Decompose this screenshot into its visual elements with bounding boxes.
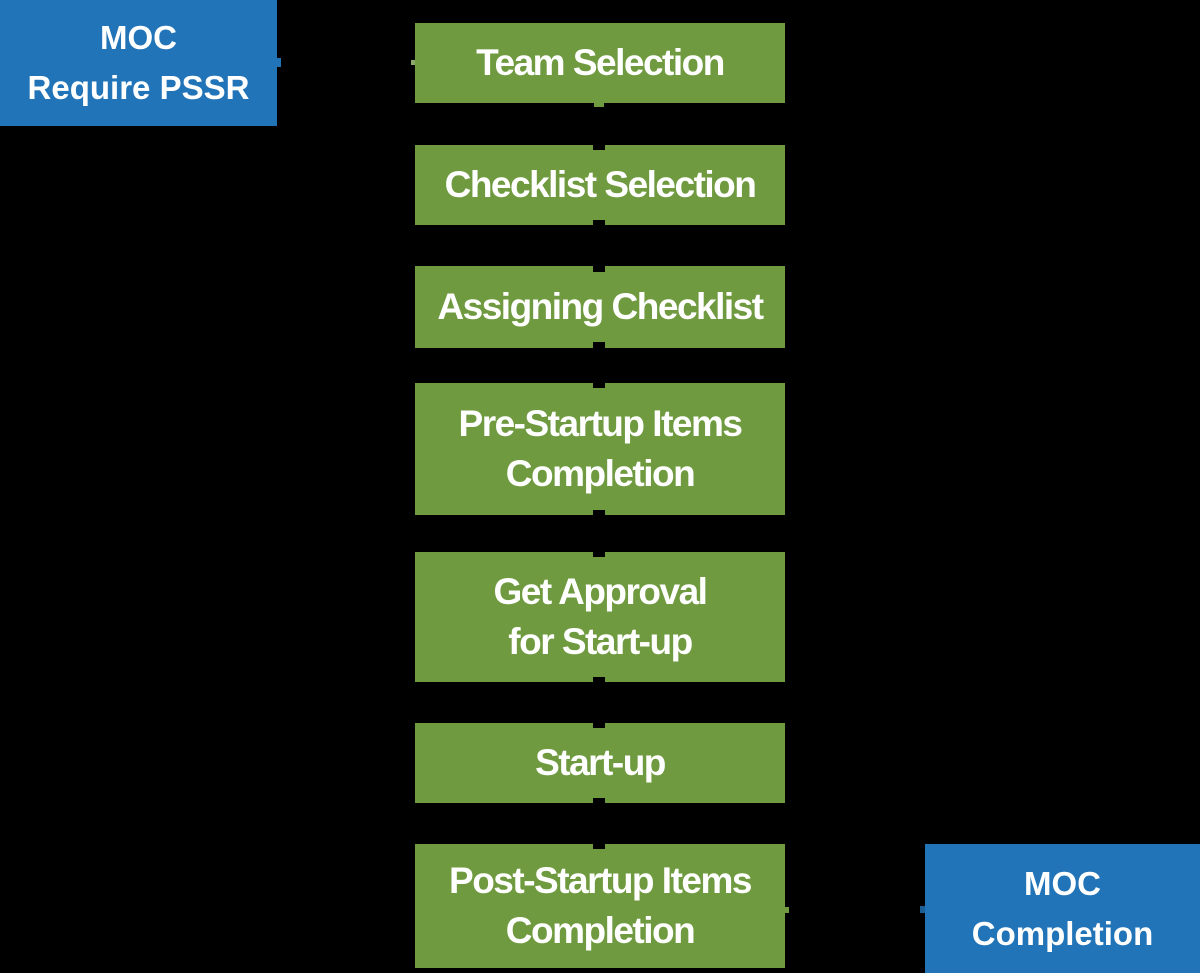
arrow-remnant-into-completion bbox=[920, 906, 925, 913]
arrow-remnant-from-post-startup bbox=[785, 907, 789, 913]
connector-arrow-5 bbox=[593, 677, 605, 728]
step-assigning-checklist: Assigning Checklist bbox=[415, 266, 785, 348]
connector-arrow-4 bbox=[593, 510, 605, 557]
step-post-startup-items-completion: Post-Startup Items Completion bbox=[415, 844, 785, 968]
step-team-selection: Team Selection bbox=[415, 23, 785, 103]
arrow-remnant-start bbox=[277, 58, 281, 67]
connector-arrow-6 bbox=[593, 798, 605, 849]
arrow-remnant-into-team-selection bbox=[411, 60, 415, 65]
step-checklist-selection: Checklist Selection bbox=[415, 145, 785, 225]
connector-arrow-2 bbox=[593, 220, 605, 272]
step-start-up: Start-up bbox=[415, 723, 785, 803]
step-pre-startup-items-completion: Pre-Startup Items Completion bbox=[415, 383, 785, 515]
connector-arrow-1 bbox=[593, 107, 605, 150]
connector-arrow-3 bbox=[593, 342, 605, 388]
step-get-approval-for-start-up: Get Approval for Start-up bbox=[415, 552, 785, 682]
start-node-moc-require-pssr: MOC Require PSSR bbox=[0, 0, 277, 126]
arrow-remnant-below-team-selection bbox=[594, 103, 604, 107]
end-node-moc-completion: MOC Completion bbox=[925, 844, 1200, 973]
